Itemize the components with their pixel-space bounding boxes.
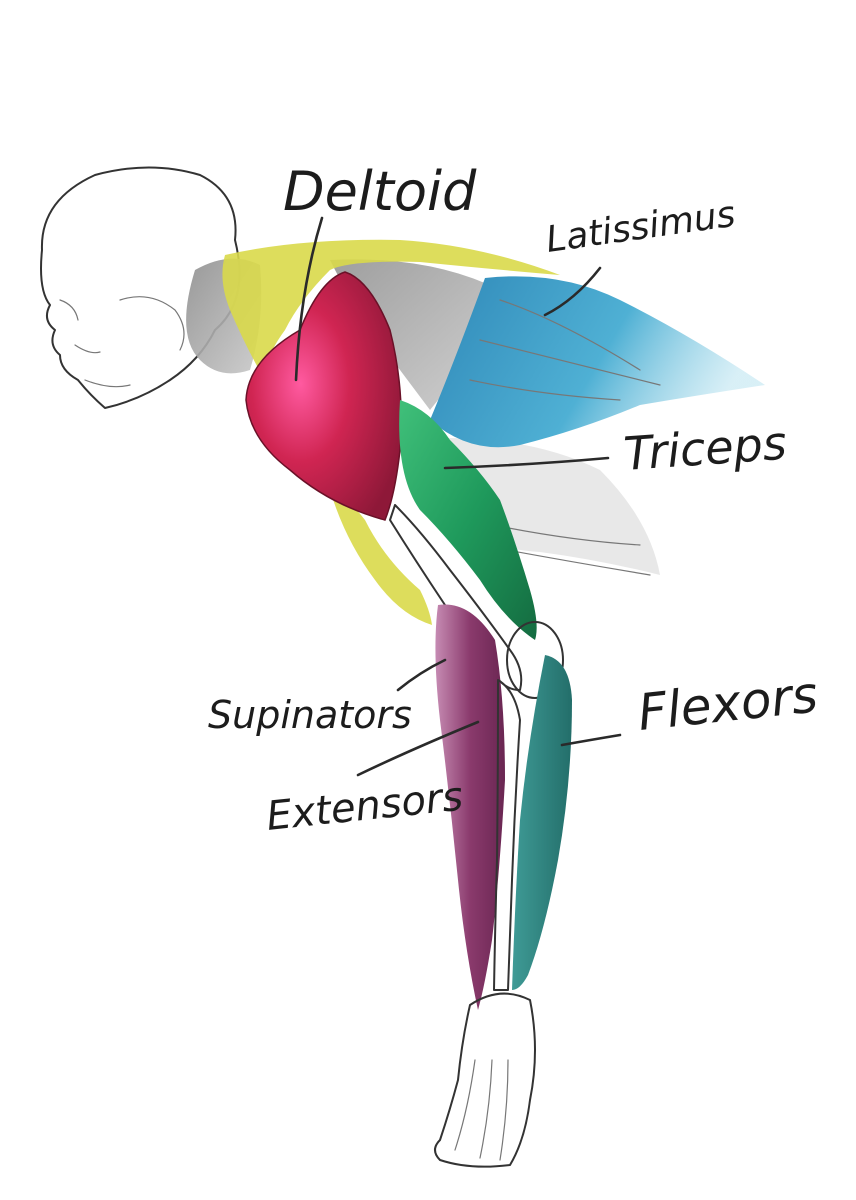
label-flexors: Flexors bbox=[635, 665, 820, 742]
latissimus-fiber bbox=[499, 299, 641, 371]
leader-lines bbox=[294, 216, 622, 777]
leader-extensors bbox=[356, 720, 480, 777]
leader-triceps bbox=[443, 456, 610, 470]
flexors-muscle bbox=[512, 655, 572, 990]
label-triceps: Triceps bbox=[622, 416, 788, 481]
trapezius-lower bbox=[330, 490, 432, 625]
triceps-muscle bbox=[399, 400, 537, 640]
extensors-muscle bbox=[435, 604, 505, 1010]
forearm-bones bbox=[493, 679, 521, 991]
deltoid-muscle bbox=[245, 271, 402, 521]
label-deltoid: Deltoid bbox=[283, 160, 477, 223]
label-supinators: Supinators bbox=[208, 693, 412, 737]
leader-supinators bbox=[396, 658, 447, 692]
latissimus-muscle bbox=[430, 276, 765, 448]
label-extensors: Extensors bbox=[264, 774, 465, 840]
humerus-bone bbox=[389, 504, 523, 691]
leader-latissimus bbox=[543, 266, 602, 317]
label-latissimus: Latissimus bbox=[544, 194, 738, 261]
hand bbox=[434, 992, 536, 1168]
elbow-joint bbox=[506, 621, 564, 699]
leader-flexors bbox=[560, 733, 622, 747]
latissimus-fiber bbox=[469, 379, 621, 401]
trapezius-muscle bbox=[222, 239, 560, 375]
skull bbox=[40, 166, 241, 409]
latissimus-fiber bbox=[479, 339, 661, 386]
leader-deltoid bbox=[294, 216, 324, 382]
